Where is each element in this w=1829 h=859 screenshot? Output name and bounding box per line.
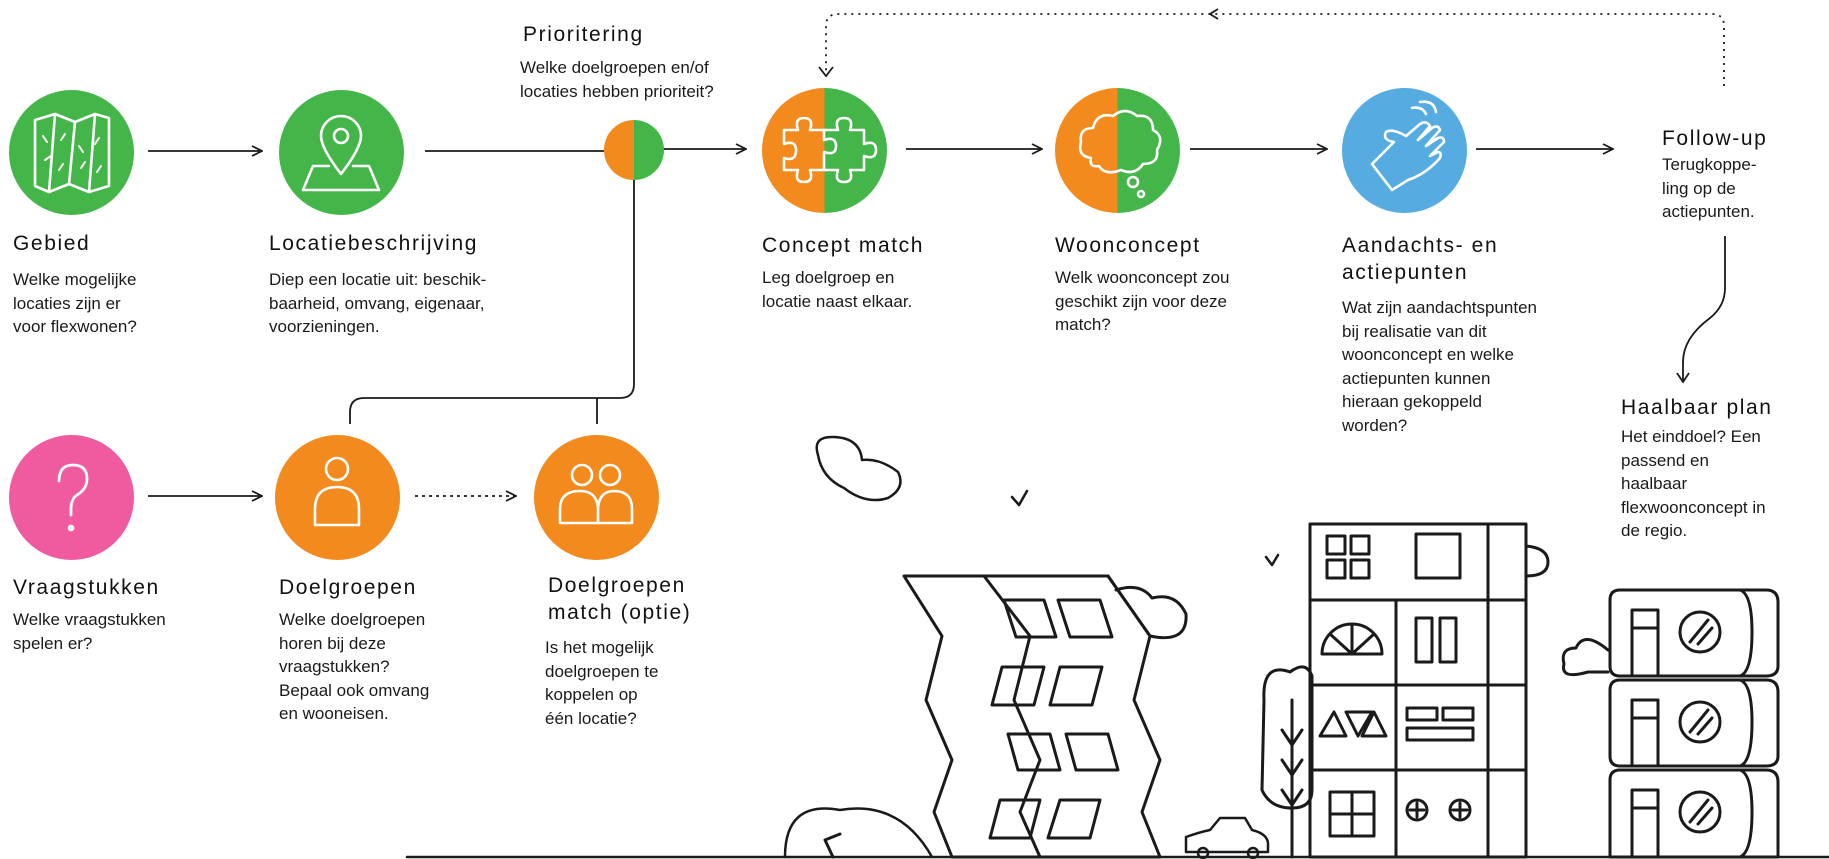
- gebied-circle: [9, 90, 134, 215]
- vraagstukken-circle: [9, 435, 134, 560]
- follow-up-text: Terugkoppe- ling op de actiepunten.: [1662, 155, 1757, 221]
- haalbaar-plan-text: Het einddoel? Een passend en haalbaar fl…: [1621, 427, 1766, 540]
- doelgroepen-circle: [275, 435, 400, 560]
- aandachts-title: Aandachts- en: [1342, 234, 1499, 257]
- concept-match-text: Leg doelgroep en locatie naast elkaar.: [762, 268, 913, 311]
- prioritering-circle: [604, 120, 664, 180]
- dotted-feedback-loop: [825, 13, 1725, 86]
- concept-match-title: Concept match: [762, 234, 925, 257]
- woonconcept-title: Woonconcept: [1055, 234, 1201, 257]
- prioritering-text: Welke doelgroepen en/of locaties hebben …: [520, 58, 714, 101]
- line-doelgroepen-prioritering: [349, 172, 635, 424]
- gebied-text: Welke mogelijke locaties zijn er voor fl…: [13, 270, 137, 336]
- locatie-text: Diep een locatie uit: beschik- baarheid,…: [269, 270, 487, 336]
- woonconcept-text: Welk woonconcept zou geschikt zijn voor …: [1055, 268, 1230, 334]
- gebied-title: Gebied: [13, 232, 91, 255]
- folded-map-icon: [33, 112, 111, 194]
- question-mark-icon: [57, 463, 89, 532]
- haalbaar-plan-title: Haalbaar plan: [1621, 396, 1773, 419]
- concept-match-circle: [762, 88, 887, 213]
- aandachts-circle: [1342, 88, 1467, 213]
- two-people-icon: [558, 463, 634, 525]
- doelgroepen-match-circle: [534, 435, 659, 560]
- map-pin-icon: [301, 114, 381, 192]
- cloud-doodle: [815, 435, 902, 502]
- city-illustration: [405, 435, 1829, 859]
- locatie-title: Locatiebeschrijving: [269, 232, 479, 255]
- glove-icon: [1370, 100, 1446, 192]
- vraagstukken-title: Vraagstukken: [13, 576, 160, 599]
- woonconcept-circle: [1055, 88, 1180, 213]
- thought-cloud-icon: [1078, 109, 1162, 199]
- person-icon: [313, 456, 361, 527]
- doelgroepen-text: Welke doelgroepen horen bij deze vraagst…: [279, 610, 430, 723]
- aandachts-title-2: actiepunten: [1342, 261, 1469, 284]
- doelgroepen-match-title-2: match (optie): [548, 601, 692, 624]
- follow-up-title: Follow-up: [1662, 127, 1768, 150]
- line-followup-haalbaar: [1682, 236, 1726, 380]
- vraagstukken-text: Welke vraagstukken spelen er?: [13, 610, 166, 653]
- aandachts-text: Wat zijn aandachtspunten bij realisatie …: [1342, 298, 1537, 435]
- prioritering-title: Prioritering: [523, 23, 644, 46]
- locatie-circle: [279, 90, 404, 215]
- puzzle-icon: [782, 116, 878, 184]
- doelgroepen-title: Doelgroepen: [279, 576, 417, 599]
- doelgroepen-match-title: Doelgroepen: [548, 574, 686, 597]
- doelgroepen-match-text: Is het mogelijk doelgroepen te koppelen …: [545, 638, 659, 728]
